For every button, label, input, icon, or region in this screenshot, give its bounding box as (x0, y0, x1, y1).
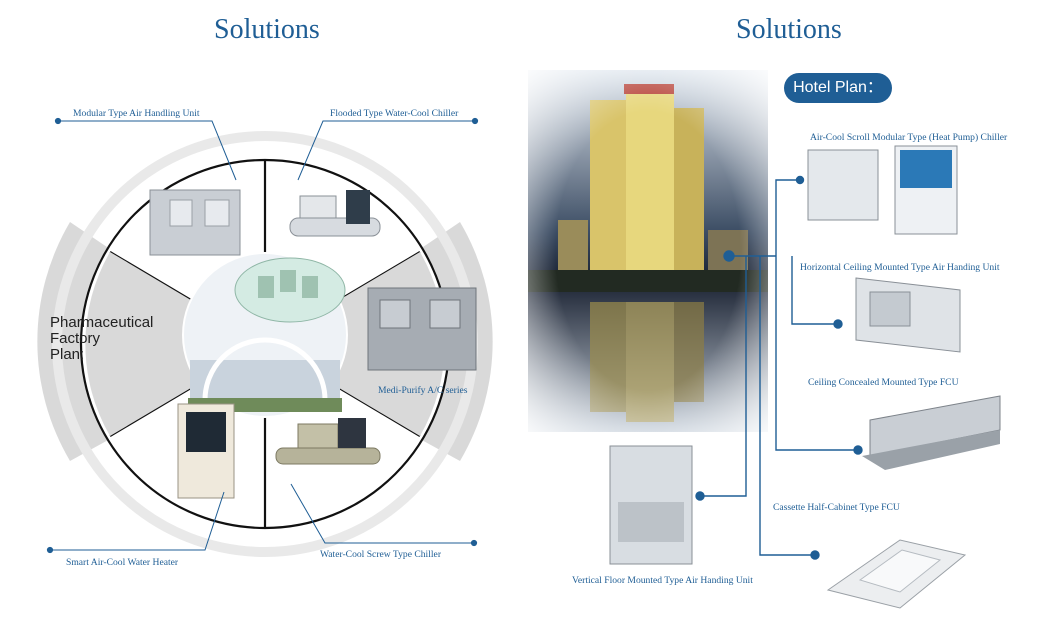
label-concealed-fcu: Ceiling Concealed Mounted Type FCU (808, 377, 959, 388)
label-horizontal-ahu: Horizontal Ceiling Mounted Type Air Hand… (800, 262, 1000, 273)
screw-chiller-image (275, 418, 381, 465)
label-modular-ahu: Modular Type Air Handling Unit (73, 108, 200, 119)
label-vertical-ahu: Vertical Floor Mounted Type Air Handing … (572, 575, 753, 586)
horizontal-ahu-image (855, 277, 961, 353)
vertical-ahu-image (609, 445, 693, 565)
concealed-fcu-image (862, 395, 1001, 470)
hotel-plan-badge: Hotel Plan： (784, 73, 892, 103)
cassette-fcu-image (826, 539, 967, 609)
label-scroll-chiller: Air-Cool Scroll Modular Type (Heat Pump)… (810, 132, 1008, 143)
plan-line-2: Factory (50, 330, 101, 347)
plan-line-3: Plan: (50, 346, 85, 363)
left-title: Solutions (214, 14, 320, 45)
label-medi-purify: Medi-Purify A/C series (378, 385, 468, 396)
scroll-chiller-image (807, 145, 958, 235)
label-cassette-fcu: Cassette Half-Cabinet Type FCU (773, 502, 900, 513)
label-screw-chiller: Water-Cool Screw Type Chiller (320, 549, 442, 560)
right-title: Solutions (736, 14, 842, 45)
pharmaceutical-plan-label: Pharmaceutical Factory Plan: (50, 315, 153, 363)
water-heater-image (177, 403, 235, 499)
plan-line-1: Pharmaceutical (50, 314, 154, 331)
label-water-heater: Smart Air-Cool Water Heater (66, 557, 179, 568)
label-flooded-chiller: Flooded Type Water-Cool Chiller (330, 108, 459, 119)
modular-ahu-image (149, 189, 241, 256)
flooded-chiller-image (289, 190, 381, 237)
medi-purify-image (367, 287, 477, 371)
